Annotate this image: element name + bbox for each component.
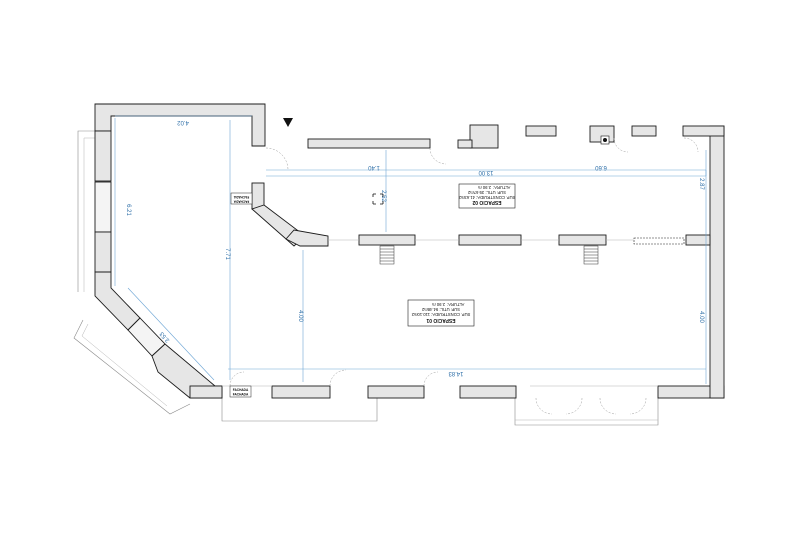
space-02-built-area: SUP. CONSTRUIDA: 41.63m2	[458, 195, 515, 200]
dim-interior-height: 7.71	[224, 248, 230, 260]
interior-walls	[251, 182, 711, 247]
space-01-height-label: ALTURA:	[447, 302, 464, 307]
facade-tag-bottom-lower: FACHADA	[233, 393, 249, 397]
space-02-height-label: ALTURA:	[493, 185, 510, 190]
space-01-height-value: 2.90 m	[432, 302, 445, 307]
outer-walls	[94, 103, 725, 399]
space-01-name: ESPACIO 01	[426, 317, 455, 323]
facade-tag-bottom-upper: FACHADA	[233, 388, 249, 392]
space-01-label: ESPACIO 01 SUP. CONSTRUIDA: 110.10m2 SUP…	[407, 299, 475, 327]
dimension-texts: 4.02 6.21 3.53 7.71 1.40 13.00 6.60 2.87…	[125, 119, 704, 376]
space-02-name: ESPACIO 02	[472, 199, 501, 205]
space-02-label: ESPACIO 02 SUP. CONSTRUIDA: 41.63m2 SUP.…	[458, 183, 515, 209]
dim-lower-left-height: 4.00	[297, 310, 303, 322]
dim-top-total: 13.00	[478, 169, 494, 175]
north-arrow-icon	[283, 118, 293, 127]
space-01-built-area: SUP. CONSTRUIDA: 110.10m2	[411, 312, 470, 317]
space-02-height-value: 2.90 m	[478, 185, 491, 190]
pillar-marker-icon	[600, 135, 610, 145]
stair-icon	[379, 245, 599, 265]
facade-tag-bottom: FACHADA FACHADA	[229, 385, 252, 398]
space-02-useful-area: SUP. UTIL: 39.67m2	[467, 190, 506, 195]
column-marker-icon	[372, 193, 384, 205]
facade-tag-left-upper: FACHADA	[233, 195, 249, 199]
dim-left-upper: 6.21	[125, 204, 131, 216]
facade-tag-left-lower: FACHADA	[233, 200, 249, 204]
dim-top-right: 6.60	[595, 164, 607, 170]
dim-bottom-total: 14.83	[448, 370, 464, 376]
dimension-lines	[114, 115, 707, 384]
space-01-useful-area: SUP. UTIL: 94.48m2	[421, 307, 460, 312]
dim-top-left-width: 4.02	[177, 119, 189, 125]
dim-right-lower: 4.00	[698, 311, 704, 323]
dim-top-short: 1.40	[368, 164, 380, 170]
balconies	[73, 130, 659, 426]
facade-tag-left: FACHADA FACHADA	[230, 192, 253, 205]
dim-right-upper: 2.87	[698, 178, 704, 190]
